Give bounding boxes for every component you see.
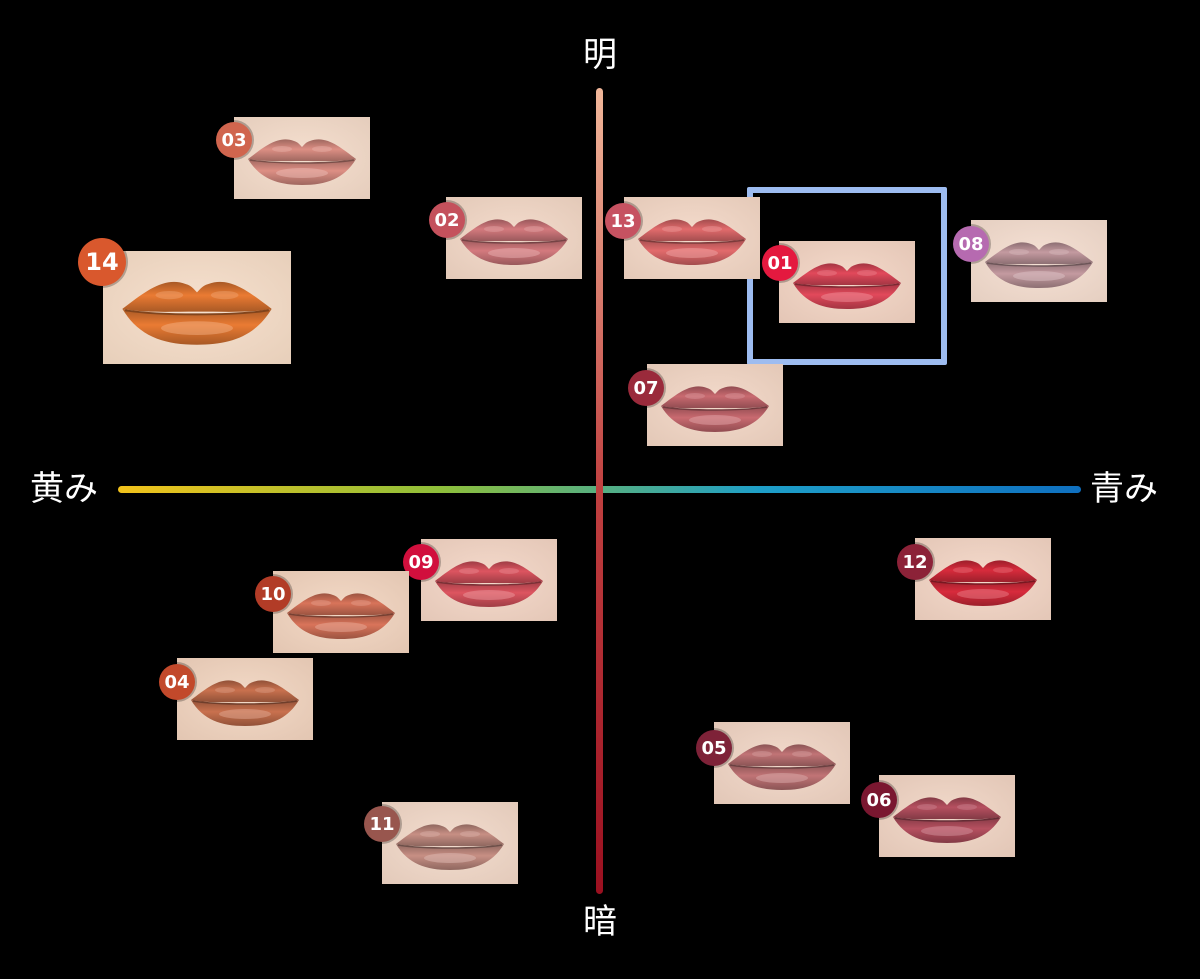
axis-label-bluish: 青み bbox=[1090, 469, 1158, 509]
axis-label-bright: 明 bbox=[583, 35, 617, 75]
lip-swatch-08 bbox=[971, 220, 1107, 302]
axis-label-dark: 暗 bbox=[583, 902, 617, 942]
lip-swatch-03 bbox=[234, 117, 370, 199]
lip-swatch-10 bbox=[273, 571, 409, 653]
shade-badge-07: 07 bbox=[628, 370, 664, 406]
shade-badge-04: 04 bbox=[159, 664, 195, 700]
shade-badge-02: 02 bbox=[429, 202, 465, 238]
lip-swatch-05 bbox=[714, 722, 850, 804]
lip-swatch-07 bbox=[647, 364, 783, 446]
lip-swatch-01 bbox=[779, 241, 915, 323]
shade-badge-09: 09 bbox=[403, 544, 439, 580]
shade-badge-06: 06 bbox=[861, 782, 897, 818]
shade-badge-10: 10 bbox=[255, 576, 291, 612]
axis-label-yellowish: 黄み bbox=[30, 469, 98, 509]
shade-badge-05: 05 bbox=[696, 730, 732, 766]
shade-badge-14: 14 bbox=[78, 238, 126, 286]
lip-swatch-14 bbox=[103, 251, 291, 364]
shade-badge-13: 13 bbox=[605, 203, 641, 239]
shade-badge-01: 01 bbox=[762, 245, 798, 281]
lip-swatch-06 bbox=[879, 775, 1015, 857]
shade-badge-08: 08 bbox=[953, 226, 989, 262]
lip-swatch-04 bbox=[177, 658, 313, 740]
shade-badge-03: 03 bbox=[216, 122, 252, 158]
shade-badge-11: 11 bbox=[364, 806, 400, 842]
shade-badge-12: 12 bbox=[897, 544, 933, 580]
brightness-axis bbox=[596, 88, 603, 894]
lip-swatch-11 bbox=[382, 802, 518, 884]
lip-swatch-12 bbox=[915, 538, 1051, 620]
lip-swatch-02 bbox=[446, 197, 582, 279]
lip-swatch-09 bbox=[421, 539, 557, 621]
lip-swatch-13 bbox=[624, 197, 760, 279]
